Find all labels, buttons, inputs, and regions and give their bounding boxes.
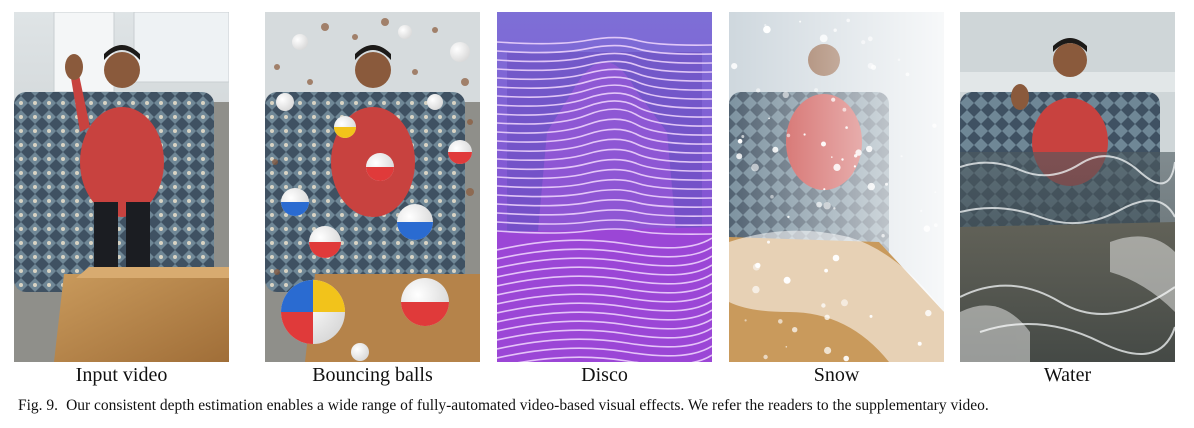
panel-label-bouncing-balls: Bouncing balls xyxy=(312,364,433,386)
bouncing-balls-image xyxy=(265,12,480,362)
figure-caption: Fig. 9. Our consistent depth estimation e… xyxy=(18,395,1188,417)
panel-label-snow: Snow xyxy=(813,364,860,386)
panel-label-input-video: Input video xyxy=(75,364,168,386)
snow-image xyxy=(729,12,944,362)
panel-label-disco: Disco xyxy=(581,364,628,386)
caption-text: Our consistent depth estimation enables … xyxy=(66,397,989,414)
disco-image xyxy=(497,12,712,362)
water-image xyxy=(960,12,1175,362)
figure-number: Fig. 9. xyxy=(18,397,59,414)
input-video-image xyxy=(14,12,229,362)
panel-label-water: Water xyxy=(1043,364,1092,386)
